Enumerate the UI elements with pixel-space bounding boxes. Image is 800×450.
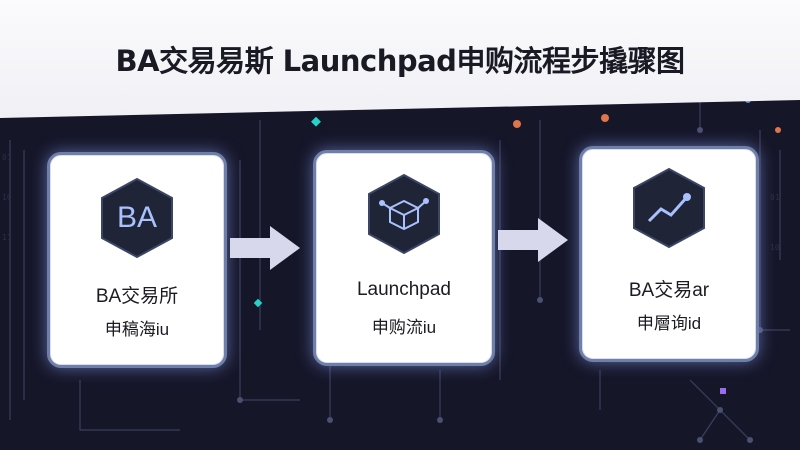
step-card-result: BA交易ar 申層询id — [579, 146, 759, 362]
step-title: BA交易所 — [95, 286, 179, 307]
step-title: BA交易ar — [628, 280, 710, 301]
logo-text: BA — [116, 201, 158, 234]
ba-logo-icon: BA — [99, 177, 175, 259]
svg-text:11: 11 — [2, 233, 12, 242]
trend-chart-icon — [631, 167, 707, 249]
step-card-launchpad: Launchpad 申购流iu — [313, 150, 495, 366]
cube-network-icon — [366, 173, 442, 255]
svg-text:10: 10 — [770, 243, 780, 252]
title-banner — [0, 0, 800, 118]
step-subtitle: 申層询id — [636, 314, 702, 333]
step-subtitle: 申购流iu — [371, 318, 437, 337]
svg-text:10: 10 — [2, 193, 12, 202]
svg-text:01: 01 — [770, 193, 780, 202]
step-title: Launchpad — [356, 279, 452, 300]
arrow-right-icon — [498, 218, 570, 262]
step-card-exchange: BA BA交易所 申稿海iu — [47, 152, 227, 368]
arrow-right-icon — [230, 226, 302, 270]
step-subtitle: 申稿海iu — [104, 320, 170, 339]
svg-text:01: 01 — [2, 153, 12, 162]
page-title: BA交易易斯 Launchpad申购流程步撬骤图 — [115, 44, 685, 78]
